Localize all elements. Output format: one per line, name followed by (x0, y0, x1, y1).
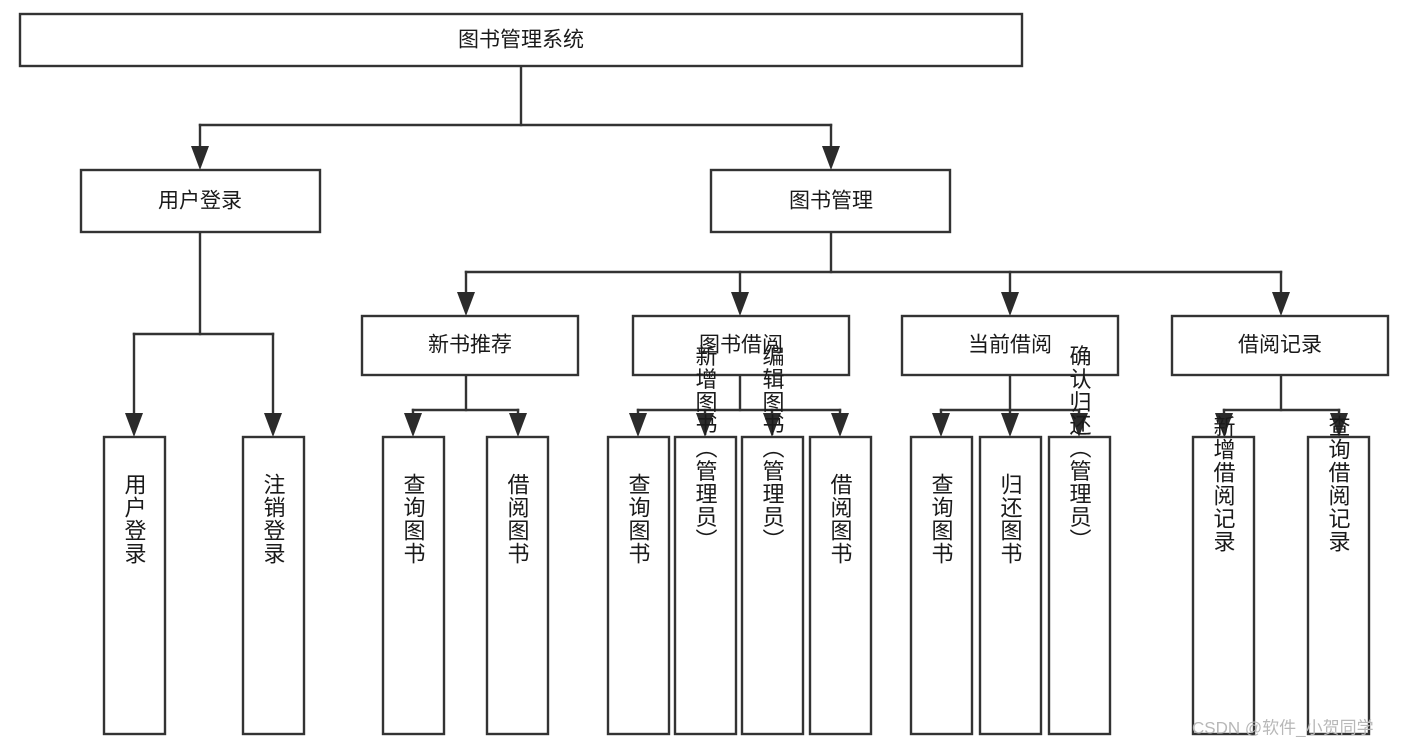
arrow-icon-leaf-borrow-record-1 (1215, 413, 1233, 437)
leaf-node-borrow-query-label: 查询图书 (626, 473, 651, 565)
arrow-icon-leaf-new-book-1 (404, 413, 422, 437)
node-book-borrow[interactable]: 图书借阅 (631, 314, 851, 377)
leaf-node-current-return-label: 归还图书 (998, 473, 1023, 565)
node-current-borrow[interactable]: 当前借阅 (900, 314, 1120, 377)
node-current-borrow-label: 当前借阅 (968, 334, 1052, 357)
connector-group-book-manage-children (457, 230, 1290, 316)
leaf-node-borrow-add-box[interactable] (673, 435, 738, 736)
watermark-label: CSDN @软件_小贺同学 (1192, 718, 1374, 737)
arrow-icon-leaf-user-login-1 (125, 413, 143, 437)
leaf-node-record-add-box[interactable] (1191, 435, 1256, 736)
node-user-login-box[interactable] (79, 168, 322, 234)
leaf-node-current-return[interactable]: 归还图书 (978, 435, 1043, 736)
leaf-node-borrow-edit[interactable]: 编辑图书（管理员） (740, 345, 805, 736)
leaf-node-record-query-box[interactable] (1306, 435, 1371, 736)
leaf-node-borrow-add-label: 新增图书（管理员） (693, 345, 718, 552)
node-borrow-record[interactable]: 借阅记录 (1170, 314, 1390, 377)
node-new-book-recommend[interactable]: 新书推荐 (360, 314, 580, 377)
leaf-node-current-confirm-return-box[interactable] (1047, 435, 1112, 736)
leaf-node-user-login-signout[interactable]: 注销登录 (241, 435, 306, 736)
leaf-node-current-query-box[interactable] (909, 435, 974, 736)
leaf-node-current-query-label: 查询图书 (929, 473, 954, 565)
leaf-node-record-query-label: 查询借阅记录 (1326, 415, 1351, 553)
node-book-manage-box[interactable] (709, 168, 952, 234)
node-root-label: 图书管理系统 (458, 29, 584, 52)
leaf-node-new-book-query-box[interactable] (381, 435, 446, 736)
node-user-login-label: 用户登录 (158, 190, 242, 213)
leaf-node-borrow-query-box[interactable] (606, 435, 671, 736)
arrow-icon-leaf-current-borrow-3 (1070, 413, 1088, 437)
leaf-node-borrow-add[interactable]: 新增图书（管理员） (673, 345, 738, 736)
arrow-icon-leaf-book-borrow-2 (696, 413, 714, 437)
arrow-icon-leaf-book-borrow-1 (629, 413, 647, 437)
node-root-box[interactable] (18, 12, 1024, 68)
node-book-manage[interactable]: 图书管理 (709, 168, 952, 234)
connector-group-borrow-record-children (1215, 373, 1348, 437)
arrow-icon-book-manage (822, 146, 840, 170)
leaf-node-new-book-borrow-label: 借阅图书 (505, 473, 530, 565)
node-book-borrow-label: 图书借阅 (699, 334, 783, 357)
leaf-node-new-book-query-label: 查询图书 (401, 473, 426, 565)
node-user-login[interactable]: 用户登录 (79, 168, 322, 234)
node-root[interactable]: 图书管理系统 (18, 12, 1024, 68)
leaf-node-record-add-label: 新增借阅记录 (1211, 415, 1236, 553)
node-book-borrow-box[interactable] (631, 314, 851, 377)
leaf-node-borrow-lend-label: 借阅图书 (828, 473, 853, 565)
leaf-node-current-return-box[interactable] (978, 435, 1043, 736)
node-book-manage-label: 图书管理 (789, 190, 873, 213)
leaf-node-user-login-signin-label: 用户登录 (122, 473, 147, 565)
arrow-icon-leaf-book-borrow-4 (831, 413, 849, 437)
leaf-node-user-login-signin[interactable]: 用户登录 (102, 435, 167, 736)
node-borrow-record-box[interactable] (1170, 314, 1390, 377)
leaf-node-borrow-edit-box[interactable] (740, 435, 805, 736)
arrow-icon-leaf-user-login-2 (264, 413, 282, 437)
leaf-node-record-query[interactable]: 查询借阅记录 (1306, 415, 1371, 736)
leaf-node-user-login-signout-label: 注销登录 (261, 473, 286, 565)
leaf-node-borrow-query[interactable]: 查询图书 (606, 435, 671, 736)
arrow-icon-leaf-current-borrow-2 (1001, 413, 1019, 437)
arrow-icon-new-book (457, 292, 475, 316)
leaf-node-record-add[interactable]: 新增借阅记录 (1191, 415, 1256, 736)
connector-group-user-login-children (125, 230, 282, 437)
leaf-node-new-book-borrow[interactable]: 借阅图书 (485, 435, 550, 736)
arrow-icon-leaf-current-borrow-1 (932, 413, 950, 437)
leaf-node-new-book-borrow-box[interactable] (485, 435, 550, 736)
leaf-node-user-login-signin-box[interactable] (102, 435, 167, 736)
arrow-icon-book-borrow (731, 292, 749, 316)
arrow-icon-user-login (191, 146, 209, 170)
leaf-node-borrow-lend-box[interactable] (808, 435, 873, 736)
leaf-node-borrow-edit-label: 编辑图书（管理员） (760, 345, 785, 552)
leaf-node-current-confirm-return[interactable]: 确认归还（管理员） (1047, 345, 1112, 736)
node-current-borrow-box[interactable] (900, 314, 1120, 377)
node-new-book-recommend-label: 新书推荐 (428, 334, 512, 357)
connector-group-book-borrow-children (629, 373, 849, 437)
arrow-icon-leaf-book-borrow-3 (763, 413, 781, 437)
leaf-node-borrow-lend[interactable]: 借阅图书 (808, 435, 873, 736)
leaf-node-current-confirm-return-label: 确认归还（管理员） (1067, 345, 1092, 552)
leaf-node-current-query[interactable]: 查询图书 (909, 435, 974, 736)
connector-group-root-to-level2 (191, 64, 840, 170)
node-borrow-record-label: 借阅记录 (1238, 334, 1322, 357)
arrow-icon-borrow-record (1272, 292, 1290, 316)
node-new-book-recommend-box[interactable] (360, 314, 580, 377)
arrow-icon-leaf-new-book-2 (509, 413, 527, 437)
leaf-node-new-book-query[interactable]: 查询图书 (381, 435, 446, 736)
arrow-icon-current-borrow (1001, 292, 1019, 316)
arrow-icon-leaf-borrow-record-2 (1330, 413, 1348, 437)
connector-group-new-book-children (404, 373, 527, 437)
leaf-node-user-login-signout-box[interactable] (241, 435, 306, 736)
connector-group-current-borrow-children (932, 373, 1088, 437)
